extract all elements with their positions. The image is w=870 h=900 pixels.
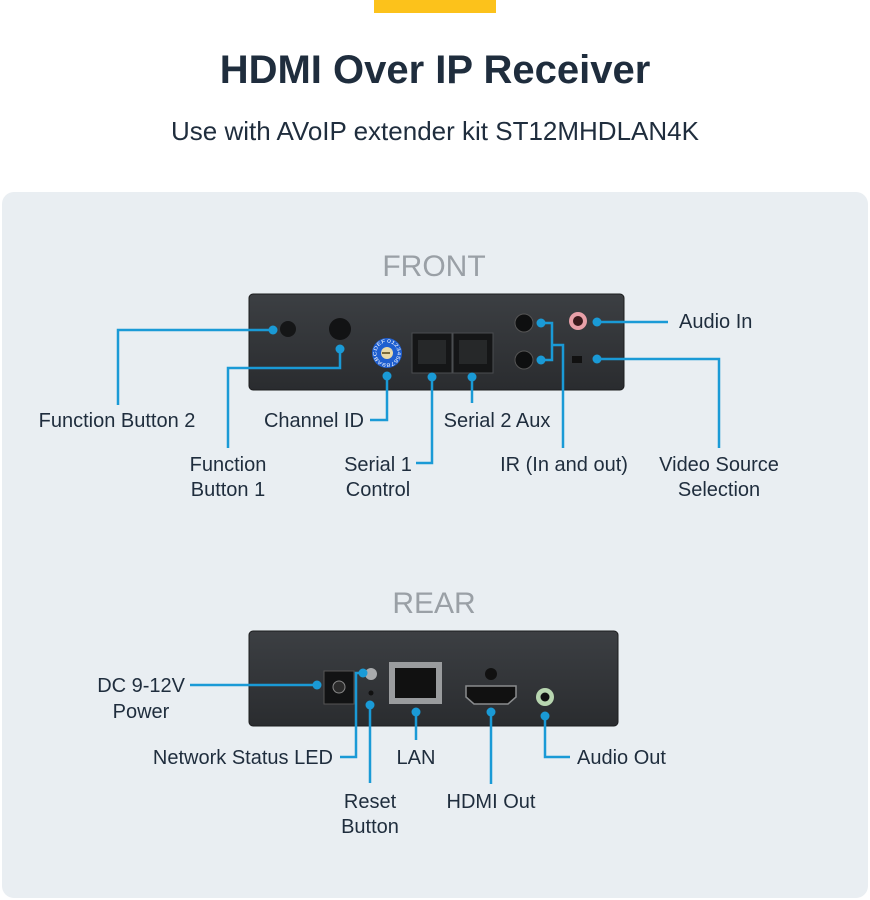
ir-out-jack [514,350,534,370]
page-title: HDMI Over IP Receiver [219,48,651,92]
label-audio-in: Audio In [679,311,752,333]
reset-button [368,690,374,696]
label-ir: IR (In and out) [500,454,628,476]
label-serial-1-line2: Control [346,479,410,501]
channel-id-dial: 0123456789ABCDEF [372,338,402,368]
serial-1-port [411,332,453,374]
front-panel-device: 0123456789ABCDEF [248,293,625,391]
hdmi-out-port [465,685,517,705]
network-status-led [365,668,377,680]
label-video-source: Video Source [659,454,779,476]
label-serial-2: Serial 2 Aux [444,410,551,432]
accent-bar [374,0,496,13]
lan-port [389,662,442,704]
label-hdmi-out: HDMI Out [447,791,536,813]
function-button-1 [329,318,351,340]
function-button-2 [280,321,296,337]
label-reset: Reset [344,791,397,813]
label-reset-line2: Button [341,816,399,838]
label-dc-power: DC 9-12V [97,675,185,697]
label-serial-1: Serial 1 [344,454,412,476]
video-source-switch [572,356,582,363]
label-network-led: Network Status LED [153,747,333,769]
rear-callouts [190,668,570,784]
serial-2-port [452,332,494,374]
label-function-button-2: Function Button 2 [39,410,196,432]
label-function-button-1: Function [190,454,267,476]
label-audio-out: Audio Out [577,747,666,769]
page-subtitle: Use with AVoIP extender kit ST12MHDLAN4K [171,116,699,146]
screw-icon [485,668,497,680]
label-dc-power-line2: Power [113,701,170,723]
label-lan: LAN [397,747,436,769]
ir-in-jack [514,313,534,333]
rear-heading: REAR [392,587,475,620]
label-channel-id: Channel ID [264,410,364,432]
rear-panel-device [248,630,619,727]
label-video-source-line2: Selection [678,479,760,501]
front-heading: FRONT [382,250,485,283]
label-function-button-1-line2: Button 1 [191,479,266,501]
front-callouts [116,317,721,465]
